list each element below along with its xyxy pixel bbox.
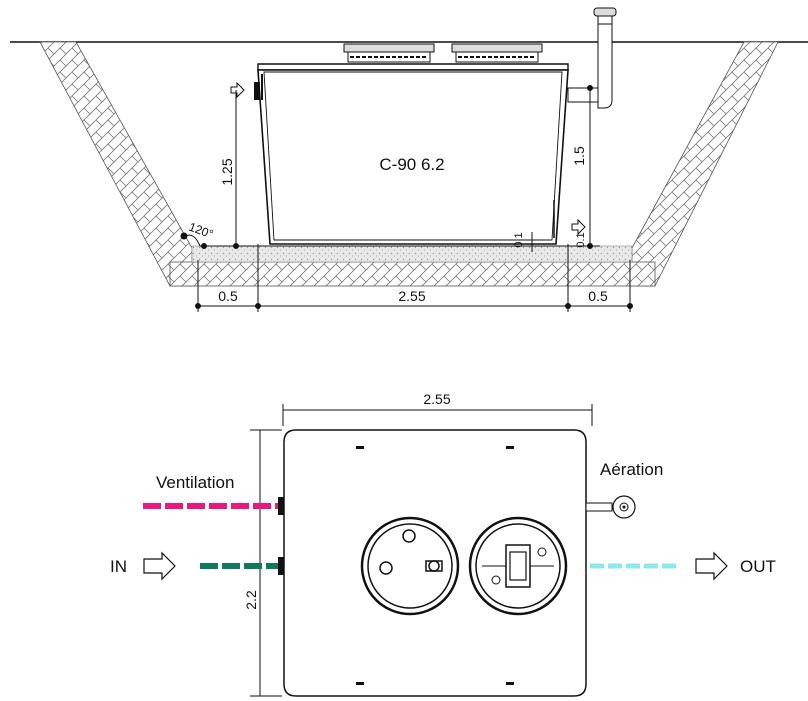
aeration-vent — [585, 495, 636, 519]
label-in: IN — [110, 557, 127, 576]
dim-right-height: 1.5 — [571, 146, 587, 166]
inlet-pipe-stub — [254, 82, 260, 100]
dim-small-left: 0.1 — [513, 232, 525, 247]
excavation-bottom-soil — [169, 261, 656, 287]
label-aeration: Aération — [600, 460, 663, 479]
outlet-arrow-small — [571, 218, 586, 236]
dim-base-center: 2.55 — [398, 288, 425, 304]
manhole-cover-right — [451, 43, 543, 63]
ventilation-pipe-section — [567, 7, 617, 109]
manhole-plan-left — [360, 516, 460, 616]
dim-base-right: 0.5 — [588, 288, 608, 304]
tank-label: C-90 6.2 — [379, 155, 444, 174]
section-view: C-90 6.2 120° 1.25 1.5 0.1 0.1 0.5 2.55 … — [10, 7, 808, 312]
inlet-port — [278, 557, 284, 575]
tank-section — [257, 63, 569, 245]
dim-left-height: 1.25 — [219, 158, 235, 185]
plan-view: 2.55 2.2 — [110, 391, 776, 697]
dim-base-left: 0.5 — [218, 288, 238, 304]
label-out: OUT — [740, 557, 776, 576]
ventilation-port — [278, 497, 284, 515]
plan-dim-width: 2.55 — [423, 391, 450, 407]
out-arrow-icon — [695, 551, 728, 581]
in-arrow-icon — [143, 551, 176, 581]
angle-arc — [185, 234, 201, 247]
excavation-left-soil — [39, 41, 193, 287]
manhole-cover-left — [343, 43, 435, 63]
angle-label: 120° — [187, 220, 215, 242]
inlet-arrow — [230, 81, 245, 99]
dim-small-right: 0.1 — [575, 232, 587, 247]
plan-dim-depth: 2.2 — [243, 590, 259, 610]
label-ventilation: Ventilation — [156, 473, 234, 492]
manhole-plan-right — [468, 516, 568, 616]
excavation-right-soil — [631, 41, 779, 287]
